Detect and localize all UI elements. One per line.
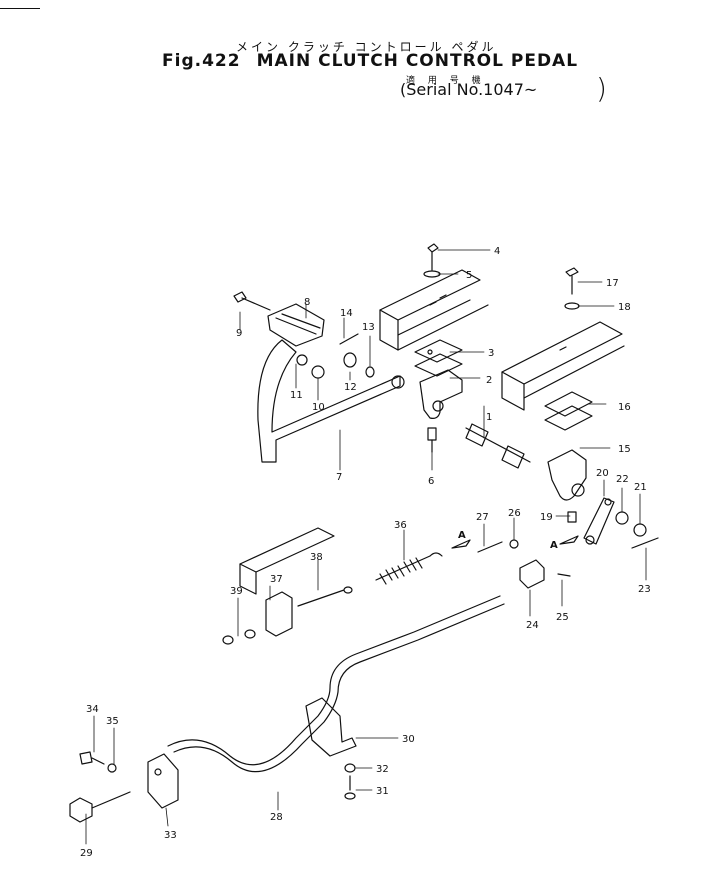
pin-14 (339, 333, 359, 345)
callout-7: 7 (336, 472, 342, 483)
callout-39: 39 (230, 586, 243, 597)
stopper-bolt (297, 586, 353, 607)
nut-32 (344, 763, 356, 773)
nuts-39 (222, 629, 256, 645)
bolt-34 (79, 751, 105, 765)
bolt-4 (423, 243, 441, 278)
callout-38: 38 (310, 552, 323, 563)
callout-31: 31 (376, 786, 389, 797)
callout-1: 1 (486, 412, 492, 423)
callout-labels: 1 2 3 4 5 6 7 8 9 10 11 12 13 14 15 16 1… (80, 246, 651, 859)
callout-5: 5 (466, 270, 472, 281)
callout-25: 25 (556, 612, 569, 623)
arrow-a-left (451, 539, 471, 549)
pin-23 (631, 537, 659, 549)
callout-22: 22 (616, 474, 629, 485)
callout-17: 17 (606, 278, 619, 289)
callout-34: 34 (86, 704, 99, 715)
callout-9: 9 (236, 328, 242, 339)
nut-10 (311, 365, 325, 379)
frame-bracket-upper (379, 269, 489, 351)
figure-number: Fig.422 (162, 51, 241, 71)
callout-8: 8 (304, 297, 310, 308)
title-japanese: メイン クラッチ コントロール ペダル (236, 40, 497, 54)
nut-22 (615, 511, 629, 525)
bolt-25 (557, 573, 571, 577)
bolt-6 (427, 427, 437, 453)
pin-27 (477, 541, 503, 553)
callout-35: 35 (106, 716, 119, 727)
callout-30: 30 (402, 734, 415, 745)
bolt-31 (344, 775, 356, 800)
stopper-block (265, 591, 293, 637)
callout-16: 16 (618, 402, 631, 413)
callout-4: 4 (494, 246, 500, 257)
callout-21: 21 (634, 482, 647, 493)
callout-14: 14 (340, 308, 353, 319)
figure-title: Fig.422 MAIN CLUTCH CONTROL PEDAL (162, 51, 578, 71)
shims-upper (414, 339, 463, 377)
callout-6: 6 (428, 476, 434, 487)
bushing-12 (343, 352, 357, 368)
arrow-a-right (559, 535, 579, 545)
callout-23: 23 (638, 584, 651, 595)
washer-35 (107, 763, 117, 773)
callout-28: 28 (270, 812, 283, 823)
callout-27: 27 (476, 512, 489, 523)
serial-number: (Serial No.1047~ (400, 80, 538, 99)
tube-bracket (305, 697, 357, 757)
nut-11 (296, 354, 308, 366)
corner-rule (0, 8, 40, 9)
washer-26 (509, 539, 519, 549)
end-bracket (147, 753, 179, 809)
callout-32: 32 (376, 764, 389, 775)
clevis-24 (519, 559, 545, 589)
frame-bracket-right (501, 321, 625, 411)
figure-name: MAIN CLUTCH CONTROL PEDAL (256, 51, 579, 71)
control-tube (167, 595, 505, 773)
callout-3: 3 (488, 348, 494, 359)
callout-15: 15 (618, 444, 631, 455)
arrow-a-label-left: A (458, 530, 466, 541)
nut-19 (567, 511, 577, 523)
callout-2: 2 (486, 375, 492, 386)
shims-right (544, 391, 593, 431)
callout-36: 36 (394, 520, 407, 531)
callout-10: 10 (312, 402, 325, 413)
callout-11: 11 (290, 390, 303, 401)
bolt-9 (233, 291, 271, 311)
callout-29: 29 (80, 848, 93, 859)
callout-33: 33 (164, 830, 177, 841)
serial-close-paren: ) (596, 72, 607, 105)
callout-12: 12 (344, 382, 357, 393)
nut-29 (69, 791, 131, 823)
callout-37: 37 (270, 574, 283, 585)
adjusting-rod (465, 423, 531, 469)
clutch-pedal (257, 339, 405, 463)
washer-21 (633, 523, 647, 537)
callout-24: 24 (526, 620, 539, 631)
return-spring (375, 552, 443, 585)
pedal-pad (267, 303, 325, 347)
callout-18: 18 (618, 302, 631, 313)
pedal-bracket (419, 369, 463, 419)
lever-20 (583, 497, 615, 545)
bolt-17 (564, 267, 580, 310)
washer-13 (365, 366, 375, 378)
lever-bracket (547, 449, 587, 501)
callout-19: 19 (540, 512, 553, 523)
arrow-a-label-right: A (550, 540, 558, 551)
callout-26: 26 (508, 508, 521, 519)
callout-13: 13 (362, 322, 375, 333)
leader-lines (85, 249, 647, 845)
frame-lower (239, 527, 335, 595)
serial-label-japanese: 適 用 号 機 (406, 76, 486, 86)
callout-20: 20 (596, 468, 609, 479)
